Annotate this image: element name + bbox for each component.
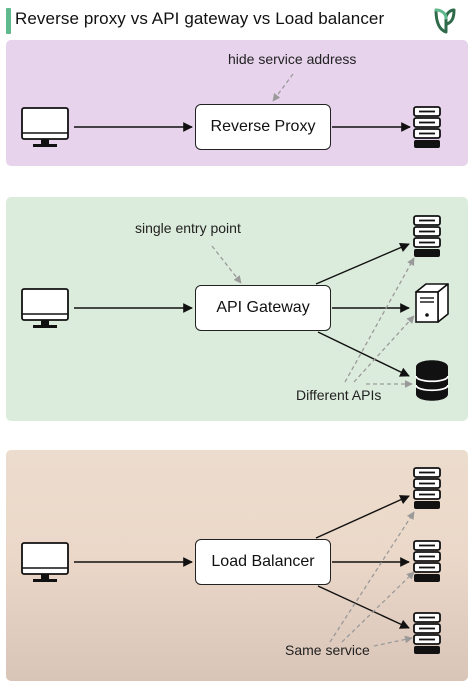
gateway-to-server-3-arrow [317,331,410,377]
client-monitor-icon-1 [21,107,69,148]
server-rack-icon [413,612,441,655]
header: Reverse proxy vs API gateway vs Load bal… [0,0,474,38]
note-pointer-1 [272,73,294,102]
page-title: Reverse proxy vs API gateway vs Load bal… [15,9,385,28]
gateway-to-server-1-arrow [315,242,410,285]
server-rack-icon [413,540,441,583]
single-entry-point-note: single entry point [135,220,241,236]
apis-pointer-2 [353,315,415,383]
different-apis-note: Different APIs [296,387,382,403]
database-icon [415,359,449,402]
note-pointer-2 [211,245,242,284]
same-service-pointer-1 [329,511,415,643]
balancer-to-server-1-arrow [315,495,410,539]
server-rack-icon [413,467,441,510]
balancer-to-server-3-arrow [317,585,410,629]
api-gateway-box: API Gateway [195,285,331,331]
apis-pointer-1 [344,257,415,383]
server-rack-icon [413,106,441,149]
client-monitor-icon-3 [21,542,69,583]
load-balancer-box: Load Balancer [195,539,331,585]
same-service-note: Same service [285,642,370,658]
same-service-pointer-3 [373,635,413,647]
header-accent-bar [6,8,11,34]
same-service-pointer-2 [341,571,415,643]
reverse-proxy-box: Reverse Proxy [195,104,331,150]
client-monitor-icon-2 [21,288,69,329]
hide-service-address-note: hide service address [228,51,357,67]
server-rack-icon [413,215,441,258]
logo-icon [434,8,456,34]
server-tower-icon [415,283,449,323]
